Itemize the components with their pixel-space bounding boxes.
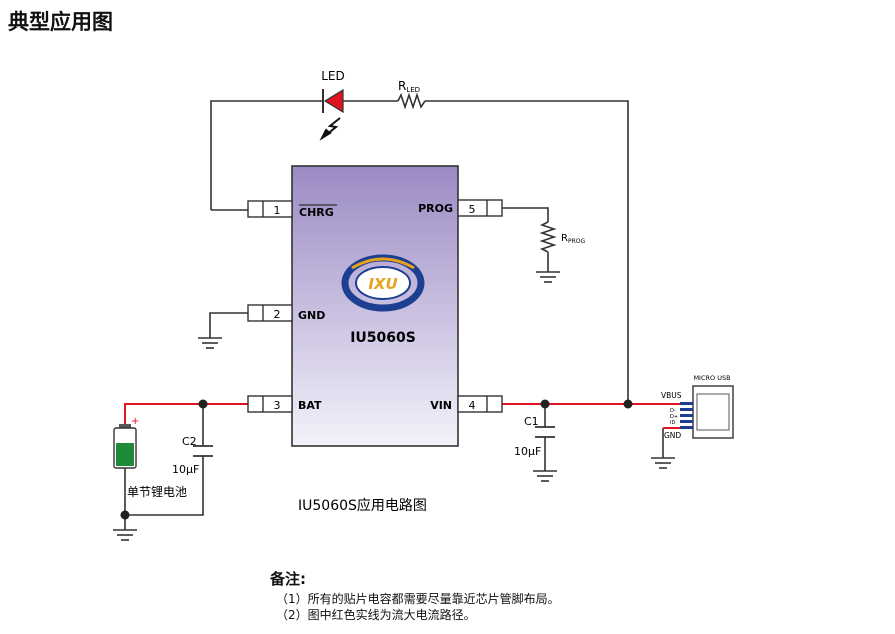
rprog-label: RPROG (561, 233, 585, 245)
usb-pin-dplus: D+ (670, 414, 678, 420)
micro-usb-connector: MICRO USB VBUS D- D+ ID GND (661, 374, 734, 440)
resistor-rprog: RPROG (539, 221, 585, 253)
c2-label: C2 (182, 435, 197, 448)
logo-text: IXU (368, 275, 397, 293)
chip-logo: IXU (341, 254, 425, 312)
pin-label-prog: PROG (418, 202, 453, 215)
note-item: （2）图中红色实线为流大电流路径。 (276, 608, 476, 622)
page-title: 典型应用图 (8, 10, 113, 34)
c1-label: C1 (524, 415, 539, 428)
usb-title: MICRO USB (693, 374, 730, 382)
junction-dots (120, 399, 633, 520)
pin-number-5: 5 (469, 203, 476, 216)
diagram-caption: IU5060S应用电路图 (298, 497, 427, 514)
notes-title: 备注: (270, 570, 306, 588)
note-item: （1）所有的贴片电容都需要尽量靠近芯片管脚布局。 (276, 592, 560, 606)
pin-number-1: 1 (274, 204, 281, 217)
pin-number-2: 2 (274, 308, 281, 321)
c2-value: 10μF (172, 463, 199, 476)
pin-box-4 (457, 395, 503, 413)
capacitor-c2: C2 10μF (172, 435, 213, 476)
pin-box-2 (247, 304, 293, 322)
pin-label-bat: BAT (298, 399, 322, 412)
pin-box-5 (457, 199, 503, 217)
pin-box-3 (247, 395, 293, 413)
battery: + 单节锂电池 (113, 416, 187, 499)
ground-symbols (113, 271, 675, 541)
pin-number-4: 4 (469, 399, 476, 412)
pin-box-1 (247, 200, 293, 218)
signal-wires (124, 100, 664, 530)
c1-value: 10μF (514, 445, 541, 458)
capacitor-c1: C1 10μF (514, 415, 555, 458)
pin-label-gnd: GND (298, 309, 325, 322)
usb-pin-dminus: D- (670, 408, 676, 414)
pin-label-chrg: CHRG (299, 206, 334, 219)
chip-name: IU5060S (350, 330, 416, 346)
usb-pin-id: ID (670, 420, 675, 426)
led-label: LED (321, 69, 345, 83)
chip-ic: 1 2 3 5 4 CHRG GND BAT PROG VIN IXU IU50… (247, 165, 503, 447)
usb-vbus: VBUS (661, 391, 682, 400)
usb-gnd: GND (664, 431, 681, 440)
battery-plus: + (131, 416, 139, 427)
led-light-icon (319, 117, 341, 141)
battery-label: 单节锂电池 (127, 484, 187, 499)
rled-label: RLED (398, 79, 420, 94)
led: LED (319, 69, 345, 141)
resistor-rled: RLED (397, 79, 426, 110)
pin-number-3: 3 (274, 399, 281, 412)
pin-label-vin: VIN (430, 399, 452, 412)
